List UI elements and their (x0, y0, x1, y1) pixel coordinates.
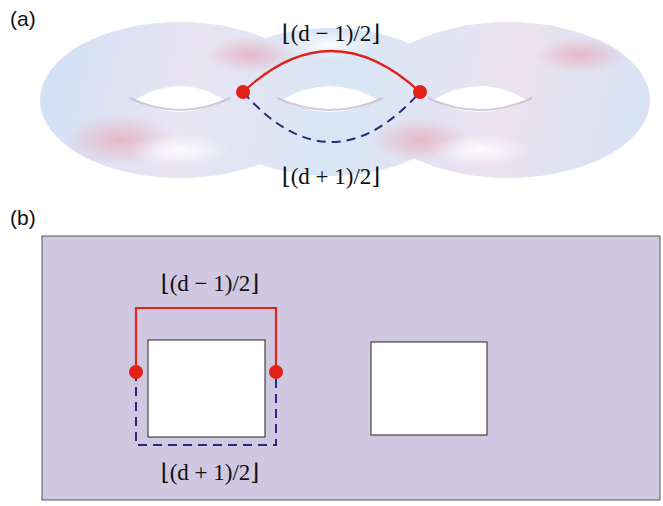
endpoint-dot (236, 85, 250, 99)
endpoint-dot (413, 85, 427, 99)
path-length-label: ⌊(d − 1)/2⌋ (161, 272, 260, 295)
path-length-label: ⌊(d + 1)/2⌋ (161, 461, 260, 484)
endpoint-dot (129, 365, 143, 379)
triple-torus (40, 22, 650, 178)
panel-tag: (b) (10, 207, 36, 228)
panel-tag: (a) (10, 8, 36, 29)
endpoint-dot (269, 365, 283, 379)
red-path (136, 308, 276, 372)
dashed-path (243, 92, 420, 142)
surface-region (42, 236, 660, 500)
path-length-label: ⌊(d + 1)/2⌋ (282, 165, 381, 188)
hole (371, 342, 487, 435)
dashed-path (136, 372, 276, 445)
hole (148, 340, 265, 437)
path-length-label: ⌊(d − 1)/2⌋ (282, 22, 381, 45)
red-path (243, 51, 420, 92)
